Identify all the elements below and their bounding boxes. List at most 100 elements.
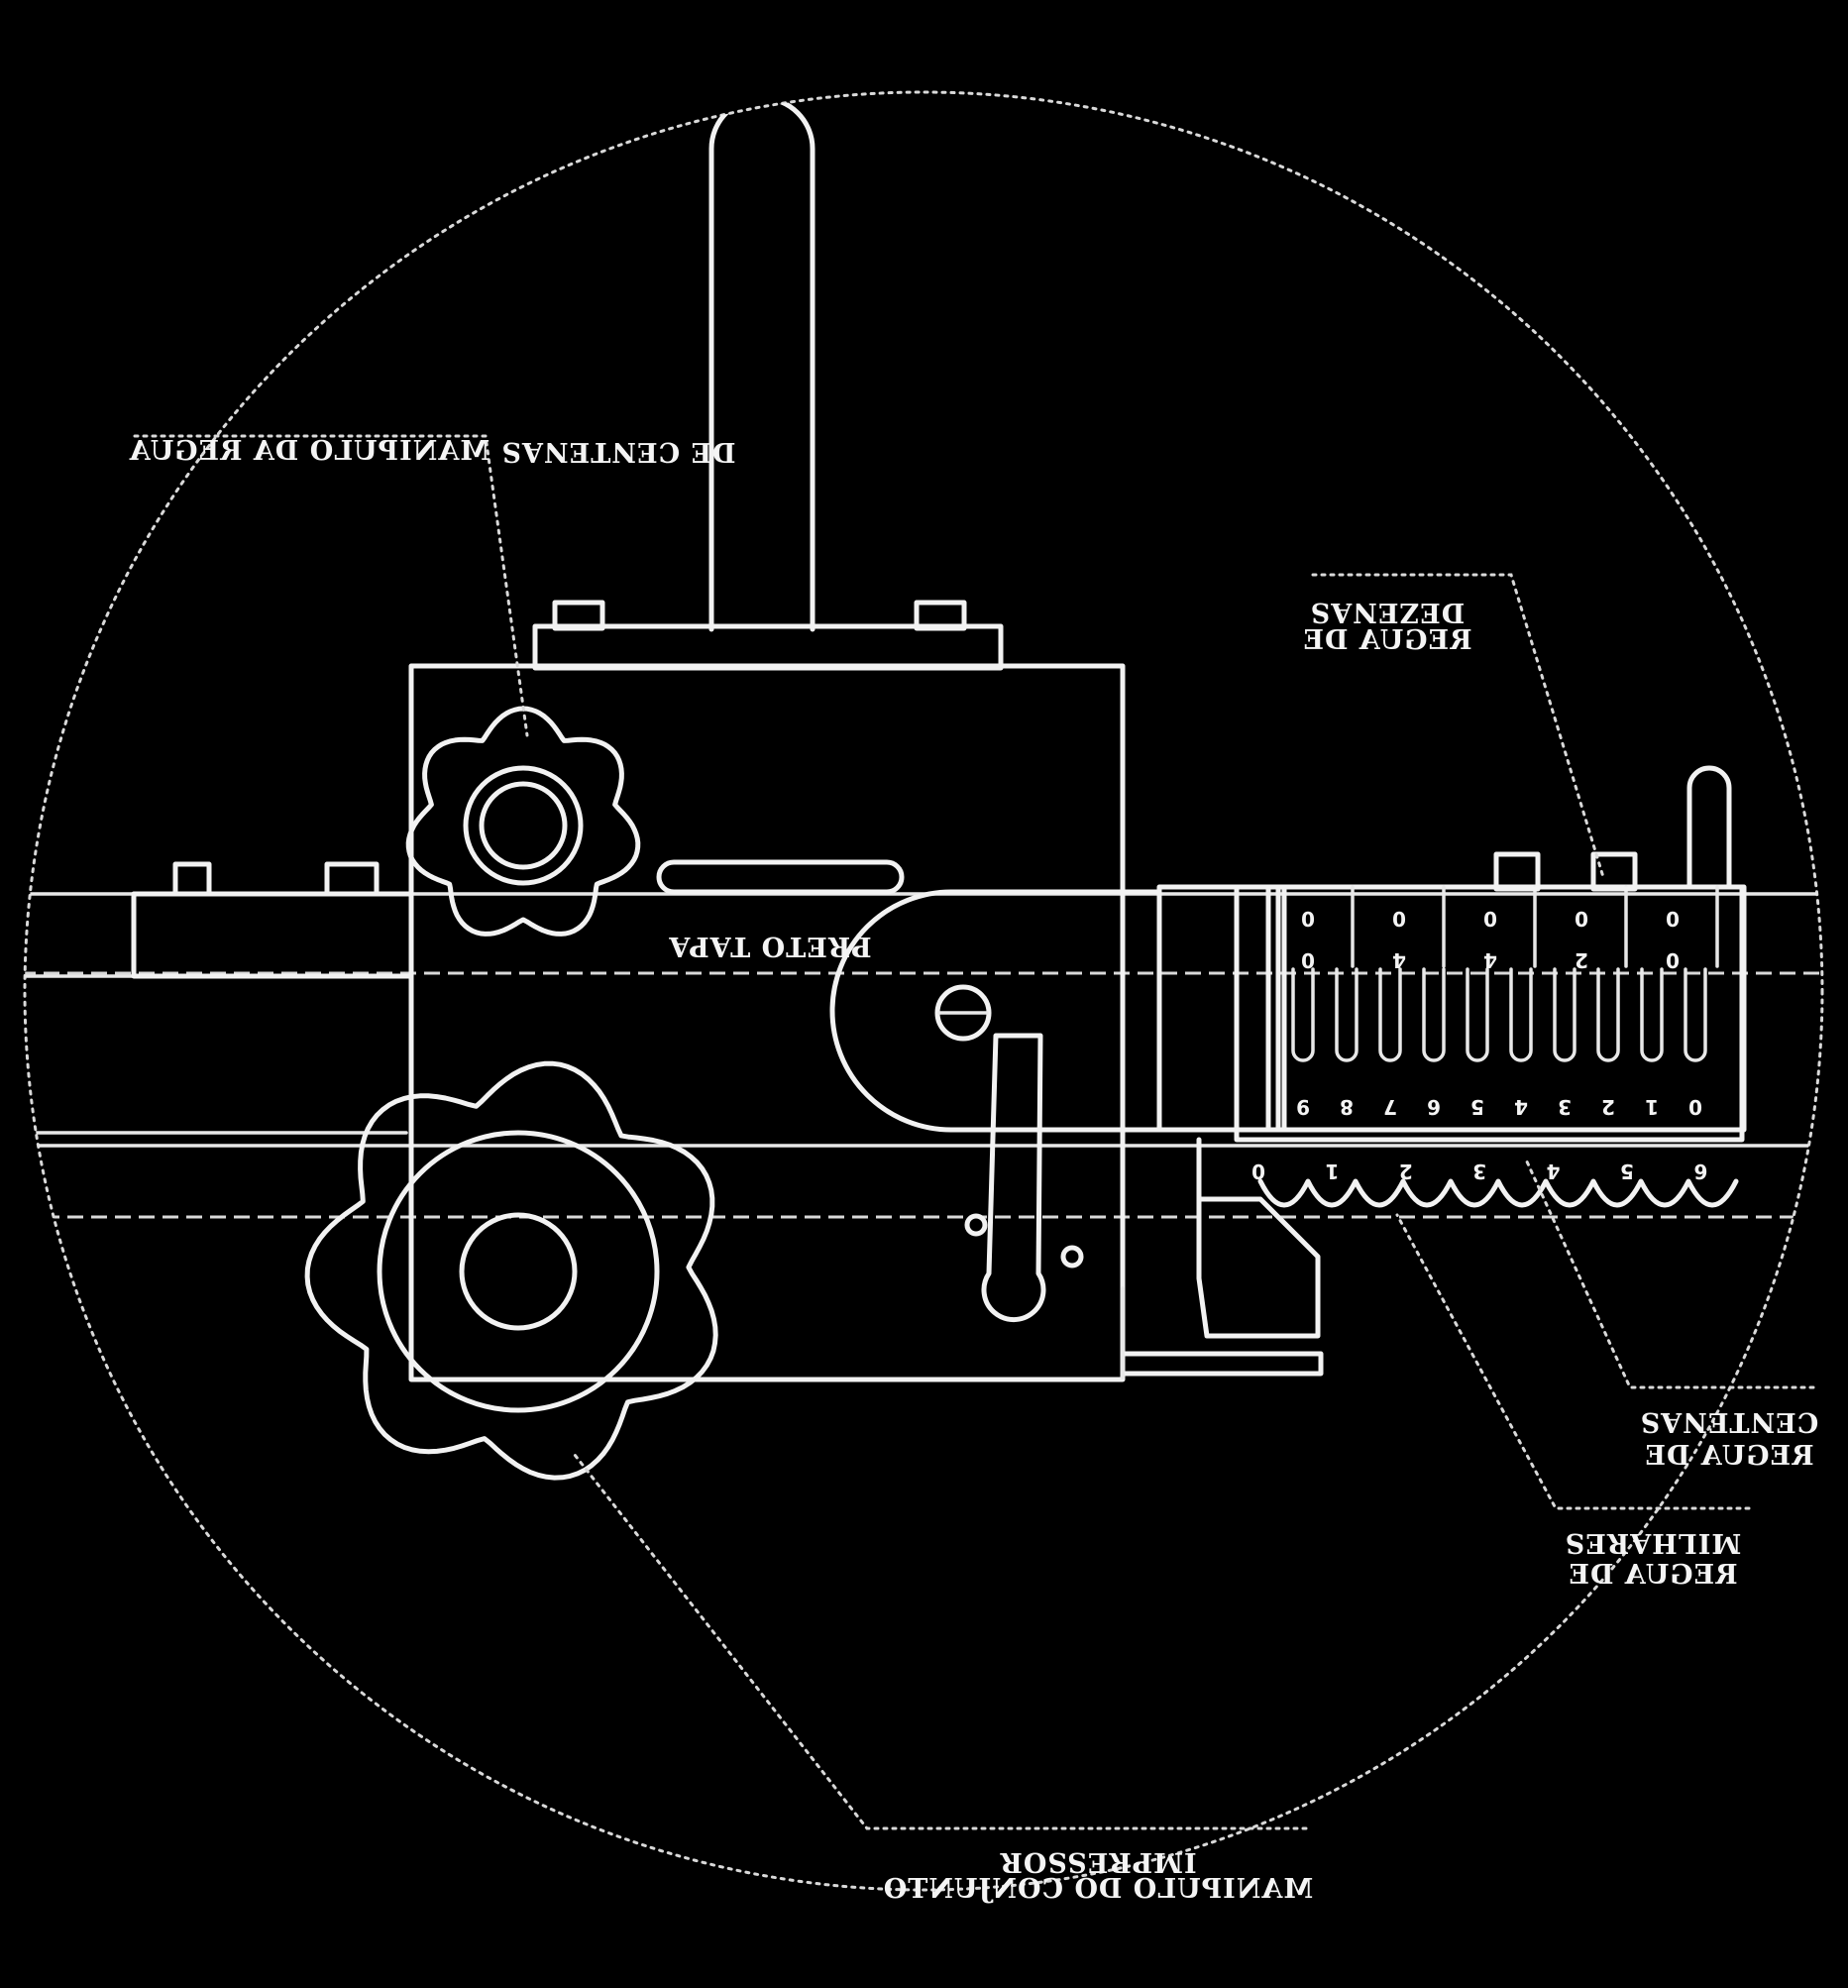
svg-text:6: 6 xyxy=(1427,1095,1441,1119)
svg-text:MILHARES: MILHARES xyxy=(1565,1527,1741,1558)
window-digit-bottom: 4 xyxy=(1392,948,1406,972)
centenas-knob xyxy=(405,706,641,937)
svg-text:6: 6 xyxy=(1693,1160,1707,1183)
digit-bar xyxy=(1596,967,1620,1062)
svg-text:0: 0 xyxy=(1392,907,1406,931)
lever-pivot xyxy=(934,984,992,1042)
pointer-foot xyxy=(1120,1351,1324,1377)
digit-bar xyxy=(1335,967,1359,1062)
svg-text:CENTENAS: CENTENAS xyxy=(1640,1406,1819,1437)
leader-centenas-rule xyxy=(1524,1158,1815,1389)
leader-milhares xyxy=(1395,1213,1751,1510)
window-digit-top: 0 xyxy=(1575,907,1588,931)
body-slot xyxy=(656,859,905,895)
svg-text:MANIPULO DA REGUA: MANIPULO DA REGUA xyxy=(129,436,489,467)
svg-text:2: 2 xyxy=(1601,1095,1615,1119)
units-digit: 7 xyxy=(1383,1095,1397,1119)
svg-text:2: 2 xyxy=(1575,948,1588,972)
svg-text:1: 1 xyxy=(1645,1095,1659,1119)
label-centenas-rule-2: REGUA DE xyxy=(1644,1441,1813,1472)
svg-text:DE CENTENAS: DE CENTENAS xyxy=(501,436,736,467)
svg-text:0: 0 xyxy=(1483,907,1497,931)
main-body xyxy=(408,663,1126,1382)
lower-rule-digits: 0 1 2 3 4 5 6 xyxy=(1251,1160,1707,1183)
digit-bar xyxy=(1422,967,1446,1062)
label-milhares-2: REGUA DE xyxy=(1568,1560,1737,1591)
label-centenas-knob: MANIPULO DA REGUA xyxy=(129,436,489,467)
svg-text:9: 9 xyxy=(1296,1095,1310,1119)
window-digit-bottom: 0 xyxy=(1666,948,1680,972)
svg-text:8: 8 xyxy=(1340,1095,1354,1119)
lower-rule-scallop xyxy=(1257,1178,1739,1208)
rule-post-2 xyxy=(1590,851,1638,892)
label-centenas-rule-1: CENTENAS xyxy=(1640,1406,1819,1437)
svg-text:4: 4 xyxy=(1547,1160,1561,1183)
cap-bolt-right xyxy=(914,600,967,631)
units-digit: 5 xyxy=(1470,1095,1484,1119)
units-digit: 0 xyxy=(1688,1095,1702,1119)
left-stud-2 xyxy=(324,861,380,897)
digit-bar xyxy=(1509,967,1533,1062)
mechanism: 9 8 7 6 5 4 3 2 1 0 0 0 0 4 0 4 0 2 0 0 0 1 2 3 4 5 6 xyxy=(25,95,1822,1481)
units-digit: 2 xyxy=(1601,1095,1615,1119)
svg-text:5: 5 xyxy=(1470,1095,1484,1119)
svg-text:3: 3 xyxy=(1472,1160,1486,1183)
label-dezenas-1: REGUA DE xyxy=(1302,625,1471,656)
rule-post-1 xyxy=(1493,851,1541,892)
svg-text:REGUA DE: REGUA DE xyxy=(1568,1560,1737,1591)
lower-rule-digit: 0 xyxy=(1251,1160,1265,1183)
lower-rule-digit: 1 xyxy=(1325,1160,1339,1183)
digit-bar xyxy=(1378,967,1402,1062)
svg-text:0: 0 xyxy=(1666,907,1680,931)
rule-guide xyxy=(1156,884,1281,1133)
svg-text:0: 0 xyxy=(1688,1095,1702,1119)
label-dezenas-2: DEZENAS xyxy=(1310,597,1465,627)
svg-text:0: 0 xyxy=(1251,1160,1265,1183)
lever-stop-right xyxy=(1060,1245,1084,1269)
svg-text:4: 4 xyxy=(1392,948,1406,972)
top-cap xyxy=(532,623,1004,671)
digit-bar xyxy=(1553,967,1576,1062)
units-digit: 6 xyxy=(1427,1095,1441,1119)
svg-text:2: 2 xyxy=(1399,1160,1413,1183)
svg-text:0: 0 xyxy=(1666,948,1680,972)
impressor-knob xyxy=(304,1060,718,1481)
cap-bolt-left xyxy=(552,600,605,631)
svg-text:0: 0 xyxy=(1301,948,1315,972)
pointer-base xyxy=(1196,1137,1321,1339)
centenas-knob-ring-inner xyxy=(479,781,568,870)
lower-rule-digit: 5 xyxy=(1620,1160,1634,1183)
top-handle xyxy=(708,95,815,632)
window-digit-top: 0 xyxy=(1392,907,1406,931)
left-stud-1 xyxy=(172,861,212,897)
svg-text:7: 7 xyxy=(1383,1095,1397,1119)
window-digit-bottom: 2 xyxy=(1575,948,1588,972)
label-impressor-1: IMPRESSOR xyxy=(999,1846,1196,1877)
lower-rule-digit: 2 xyxy=(1399,1160,1413,1183)
label-body-text: PRETO TAPA xyxy=(668,931,871,961)
label-centenas-knob-2: DE CENTENAS xyxy=(501,436,736,467)
window-digit-bottom: 0 xyxy=(1301,948,1315,972)
lower-rule-digit: 4 xyxy=(1547,1160,1561,1183)
lever-arm xyxy=(981,1033,1046,1323)
units-digit: 1 xyxy=(1645,1095,1659,1119)
svg-text:IMPRESSOR: IMPRESSOR xyxy=(999,1846,1196,1877)
svg-text:4: 4 xyxy=(1514,1095,1528,1119)
svg-text:DEZENAS: DEZENAS xyxy=(1310,597,1465,627)
centenas-knob-ring-outer xyxy=(463,765,584,886)
units-digit: 4 xyxy=(1514,1095,1528,1119)
lever-stop-left xyxy=(964,1213,988,1237)
window-digit-bottom: 4 xyxy=(1483,948,1497,972)
view-circle xyxy=(23,90,1824,1892)
svg-text:3: 3 xyxy=(1558,1095,1572,1119)
digit-bar xyxy=(1466,967,1489,1062)
digit-bar xyxy=(1291,967,1315,1062)
svg-text:5: 5 xyxy=(1620,1160,1634,1183)
units-digit: 3 xyxy=(1558,1095,1572,1119)
window-digit-top: 0 xyxy=(1666,907,1680,931)
svg-text:MANIPULO DO CONJUNTO: MANIPULO DO CONJUNTO xyxy=(883,1874,1314,1905)
svg-text:4: 4 xyxy=(1483,948,1497,972)
units-digit: 9 xyxy=(1296,1095,1310,1119)
